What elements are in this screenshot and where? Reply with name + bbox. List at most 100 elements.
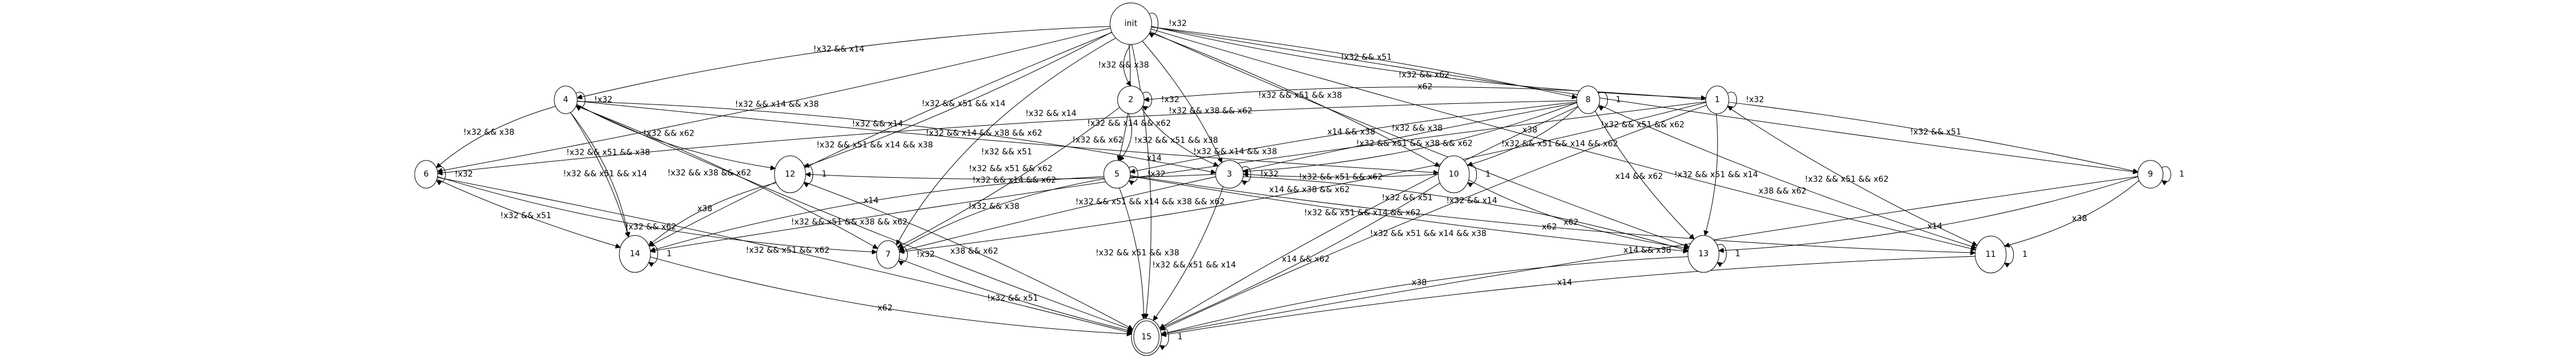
edge-label: !x32 (1746, 95, 1764, 104)
edge-9-to-13 (1719, 176, 2138, 250)
edge-line (650, 176, 1104, 251)
edge-label: !x32 (454, 170, 473, 179)
edge-15-to-15 (1159, 327, 1169, 346)
edge-line (1595, 110, 1694, 239)
edge-label: 1 (1735, 249, 1740, 259)
edge-1-to-2 (1144, 87, 1706, 100)
edge-13-to-13 (1716, 244, 1727, 263)
edge-line (1128, 166, 1138, 182)
edge-label: !x32 && x51 && x62 (1805, 175, 1889, 184)
edge-init-to-13 (1150, 31, 1689, 247)
edge-line (438, 100, 1577, 174)
state-node-2[interactable]: 2 (1117, 85, 1145, 114)
state-node-14[interactable]: 14 (619, 235, 651, 273)
state-node-8[interactable]: 8 (1576, 85, 1600, 114)
state-node-3[interactable]: 3 (1215, 160, 1244, 189)
edge-line (437, 177, 1132, 333)
state-circle (876, 240, 900, 269)
edge-11-to-11 (2003, 244, 2014, 264)
state-node-4[interactable]: 4 (554, 85, 578, 114)
edge-label: x62 (1417, 83, 1432, 92)
state-node-7[interactable]: 7 (876, 240, 900, 269)
edge-line (1149, 32, 1440, 166)
edge-label: !x32 (1260, 170, 1278, 179)
edge-7-to-15 (898, 258, 1132, 331)
edge-4-to-3 (577, 101, 1216, 173)
state-label: 5 (1115, 170, 1120, 179)
edge-line (577, 26, 1111, 98)
state-node-5[interactable]: 5 (1103, 160, 1131, 189)
edge-init-to-4 (577, 26, 1111, 98)
edge-5-to-13 (1130, 175, 1688, 251)
edge-line (1151, 26, 1706, 98)
edge-13-to-15 (1161, 256, 1688, 335)
edge-label: 1 (1178, 332, 1183, 342)
state-label: 15 (1141, 332, 1152, 342)
edge-init-to-11 (1150, 28, 1976, 249)
edge-8-to-3 (1243, 102, 1577, 171)
state-label: 6 (424, 170, 429, 179)
edge-5-to-14 (650, 176, 1104, 251)
edge-label: !x32 && x51 && x14 && x62 (1501, 140, 1618, 149)
state-node-1[interactable]: 1 (1705, 85, 1729, 114)
edge-label: !x32 && x38 (1098, 61, 1149, 70)
edge-5-to-15 (1119, 188, 1144, 319)
state-node-9[interactable]: 9 (2137, 160, 2164, 189)
edge-3-to-13 (1243, 176, 1688, 251)
edge-line (649, 32, 1112, 246)
edge-label: !x32 (1147, 170, 1165, 179)
edge-12-to-14 (649, 182, 777, 246)
edge-label: !x32 && x51 && x14 && x38 && x62 (1075, 197, 1225, 207)
state-node-11[interactable]: 11 (1975, 235, 2007, 274)
edge-label: !x32 && x51 && x14 && x38 (1370, 229, 1486, 238)
edge-10-to-3 (1243, 174, 1439, 178)
edge-label: !x32 (594, 95, 612, 104)
edge-init-to-1 (1151, 26, 1706, 98)
state-label: init (1125, 19, 1138, 28)
edge-line (804, 32, 1112, 167)
state-node-13[interactable]: 13 (1687, 235, 1720, 273)
edge-label: !x32 && x51 && x38 && x62 (1356, 139, 1473, 148)
edge-label: x14 && x38 (1623, 246, 1671, 255)
edge-6-to-14 (437, 179, 621, 248)
state-circle (1687, 235, 1720, 273)
state-node-15[interactable]: 15 (1131, 318, 1162, 356)
state-circle (2137, 160, 2164, 189)
edge-label: !x32 && x51 && x62 (969, 164, 1052, 173)
state-circle (774, 155, 806, 193)
edge-line (1728, 102, 2138, 172)
edge-line (577, 100, 1438, 173)
state-node-init[interactable]: init (1110, 2, 1152, 45)
state-node-10[interactable]: 10 (1438, 155, 1470, 193)
edge-1-to-14 (650, 101, 1706, 251)
edge-label: x14 (1146, 154, 1161, 163)
edge-8-to-11 (1599, 104, 1976, 248)
edge-label: !x32 && x51 && x62 (1601, 121, 1684, 130)
edge-4-to-14 (570, 112, 629, 237)
state-circle (1438, 155, 1470, 193)
edge-line (1153, 186, 1224, 320)
edge-label: !x32 && x51 (981, 148, 1032, 157)
edge-label: !x32 && x51 && x38 (1096, 248, 1179, 257)
edge-init-to-9 (1151, 26, 2138, 172)
edge-line (1599, 104, 1976, 248)
edge-7-to-7 (897, 246, 908, 263)
edge-label: !x32 && x51 && x14 (1674, 170, 1758, 179)
edge-line (576, 105, 878, 248)
state-node-12[interactable]: 12 (774, 155, 806, 193)
state-label: 7 (886, 250, 891, 259)
edge-12-to-12 (803, 164, 813, 184)
edge-line (1160, 104, 1707, 330)
edge-3-to-3 (1241, 166, 1251, 182)
edge-10-to-15 (1160, 182, 1441, 328)
edge-line (804, 181, 1133, 330)
state-node-6[interactable]: 6 (414, 160, 438, 189)
edge-line (1241, 166, 1251, 182)
edge-line (437, 176, 877, 252)
edge-labels-layer: !x32!x32 && x38!x32 && x14!x32 && x14 &&… (454, 19, 2184, 342)
edge-line (1130, 175, 1688, 251)
edge-line (1150, 31, 1689, 247)
edge-label: !x32 && x14 && x62 (972, 175, 1056, 185)
edge-line (1130, 175, 1975, 253)
edge-label: x14 (863, 196, 878, 205)
